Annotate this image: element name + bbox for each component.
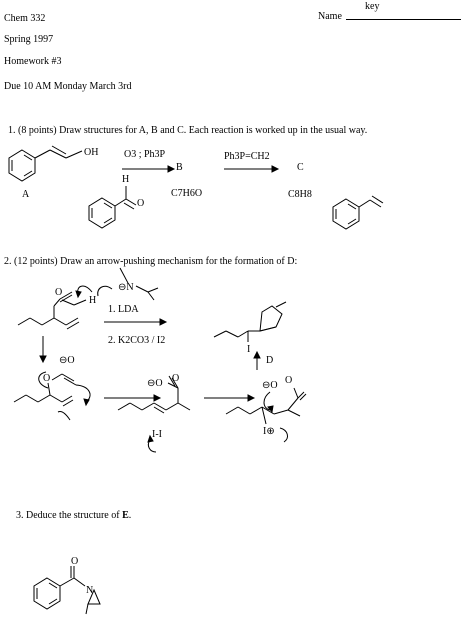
e-carbonyl-oxygen: O: [71, 556, 79, 567]
aldehyde-h: H: [122, 174, 130, 185]
question-1-text: 1. (8 points) Draw structures for A, B a…: [8, 125, 368, 136]
cinnamyl-alcohol-structure: [8, 145, 83, 182]
step-2-reagent: 2. K2CO3 / I2: [108, 335, 166, 346]
hydroxyl-label: OH: [84, 147, 99, 158]
ester-oxygen: O: [55, 287, 63, 298]
lactone-structure: [213, 301, 287, 342]
carboxylate-oxygen-minus: ⊖O: [147, 378, 163, 389]
compound-c-label: C: [297, 162, 304, 173]
carboxylate-oxygen: O: [172, 373, 180, 384]
question-3-prompt: 3. Deduce the structure of: [16, 510, 123, 521]
compound-e-structure: [33, 566, 101, 615]
term: Spring 1997: [4, 34, 54, 45]
iodine-molecule: I-I: [152, 429, 162, 440]
iodonium-oxygen-minus: ⊖O: [262, 380, 278, 391]
ester-structure: [17, 267, 159, 330]
question-3-period: .: [128, 510, 132, 521]
iodonium-ion: I⊕: [263, 426, 275, 437]
e-aziridine-nitrogen: N: [86, 585, 94, 596]
iodonium-structure: [225, 387, 307, 443]
formula-c: C8H8: [288, 189, 312, 200]
compound-a-label: A: [22, 189, 30, 200]
name-value: key: [365, 1, 380, 12]
carboxylate-structure: [117, 375, 191, 453]
question-2-text: 2. (12 points) Draw an arrow-pushing mec…: [4, 256, 298, 267]
alpha-hydrogen: H: [89, 295, 97, 306]
name-underline: [346, 19, 461, 20]
enolate-oxygen-minus: ⊖O: [59, 355, 75, 366]
compound-e: E: [122, 510, 129, 521]
due-date: Due 10 AM Monday March 3rd: [4, 81, 132, 92]
step-1-reagent: 1. LDA: [108, 304, 139, 315]
enolate-oxygen: O: [43, 373, 51, 384]
course-name: Chem 332: [4, 13, 46, 24]
reagent-wittig: Ph3P=CH2: [224, 151, 270, 162]
product-d-label: D: [266, 355, 274, 366]
product-iodine: I: [247, 344, 251, 355]
lda-nitrogen: ⊖N: [118, 282, 134, 293]
reagent-ozonolysis: O3 ; Ph3P: [124, 149, 166, 160]
assignment-title: Homework #3: [4, 56, 62, 67]
compound-b-label: B: [176, 162, 183, 173]
styrene-structure: [332, 195, 384, 230]
name-label: Name: [318, 11, 342, 22]
aldehyde-o: O: [137, 198, 145, 209]
question-3-text: 3. Deduce the structure of E.: [16, 511, 131, 521]
enolate-structure: [13, 371, 91, 421]
iodonium-oxygen: O: [285, 375, 293, 386]
formula-b: C7H6O: [171, 188, 203, 199]
benzaldehyde-structure: [88, 186, 137, 229]
